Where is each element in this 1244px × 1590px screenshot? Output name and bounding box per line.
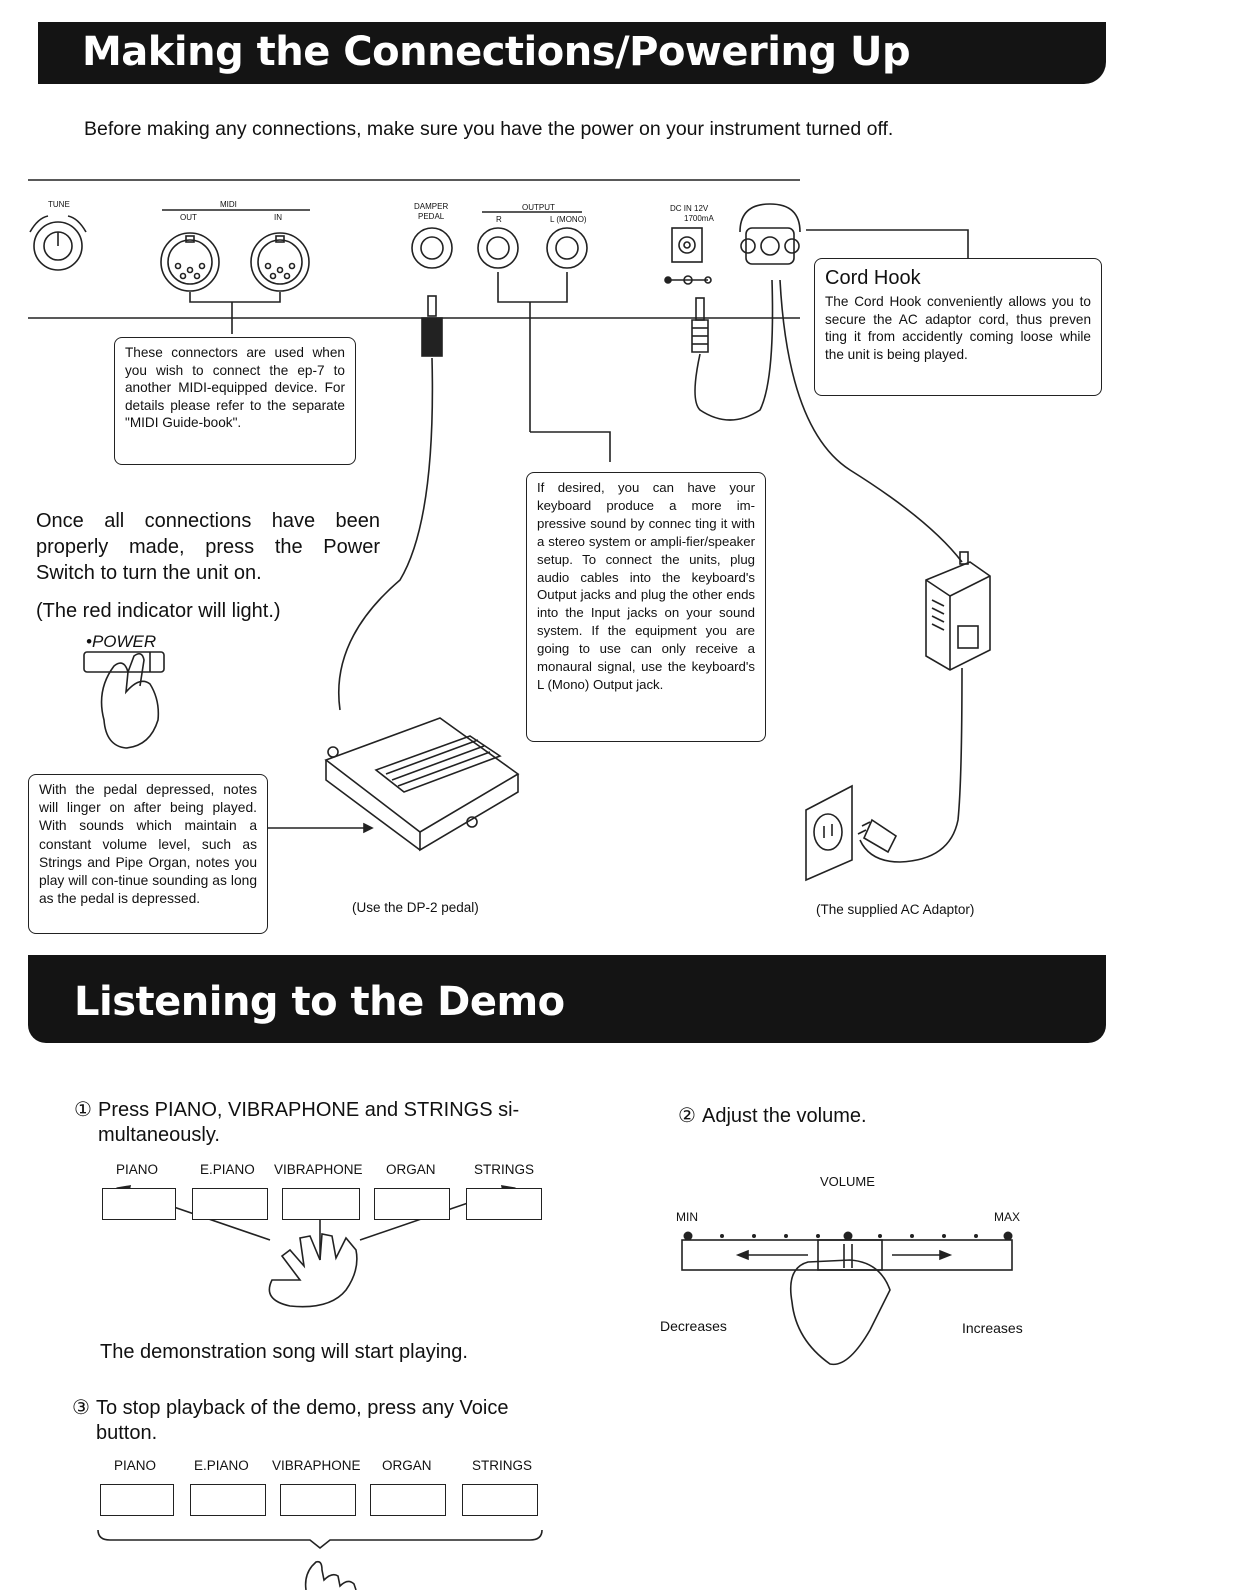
power-switch-label: •POWER	[86, 632, 157, 651]
tune-knob-icon	[33, 221, 83, 271]
output-callout-text: If desired, you can have your keyboard p…	[537, 480, 755, 692]
step1-result: The demonstration song will start playin…	[100, 1341, 468, 1363]
intro-text: Before making any connections, make sure…	[84, 118, 894, 140]
cord-hook-callout: Cord Hook The Cord Hook conveniently all…	[814, 258, 1102, 396]
midi-in-jack-icon	[250, 232, 310, 292]
volume-min-label: MIN	[676, 1210, 698, 1224]
pointing-hand-icon	[100, 652, 160, 749]
step1-vibraphone-button[interactable]	[282, 1188, 360, 1220]
pedal-caption: (Use the DP-2 pedal)	[352, 900, 479, 915]
midi-in-label: IN	[274, 213, 282, 222]
midi-callout: These connectors are used when you wish …	[114, 337, 356, 465]
dc-in-label: DC IN 12V	[670, 204, 709, 213]
midi-out-label: OUT	[180, 213, 197, 222]
output-l-jack-icon	[546, 227, 588, 269]
midi-out-jack-icon	[160, 232, 220, 292]
step1-epiano-button[interactable]	[192, 1188, 268, 1220]
tune-label: TUNE	[48, 200, 70, 209]
step1-voice-label-strings: STRINGS	[474, 1162, 535, 1177]
wall-outlet-icon	[805, 784, 853, 882]
power-indicator-note: (The red indicator will light.)	[36, 600, 281, 622]
volume-slider-icon	[681, 1239, 1013, 1271]
dc-in-jack-icon	[664, 227, 712, 285]
step3-vibraphone-button[interactable]	[280, 1484, 356, 1516]
slider-hand-icon	[789, 1259, 891, 1366]
pedal-callout: With the pedal depressed, notes will lin…	[28, 774, 268, 934]
step3-voice-label-vibraphone: VIBRAPHONE	[272, 1458, 361, 1473]
step3-epiano-button[interactable]	[190, 1484, 266, 1516]
volume-dots	[683, 1231, 1013, 1241]
cord-hook-text: The Cord Hook conveniently allows you to…	[825, 294, 1091, 362]
volume-label: VOLUME	[820, 1174, 875, 1189]
ac-adaptor-icon	[925, 551, 991, 671]
damper-pedal-jack-icon	[411, 227, 453, 269]
volume-increases-label: Increases	[962, 1320, 1023, 1336]
finger-press-icon	[304, 1560, 357, 1590]
ac-plug-icon	[857, 818, 898, 854]
section-title-demo: Listening to the Demo	[28, 955, 1106, 1043]
dp-2-pedal-icon	[324, 717, 520, 852]
damper-label: DAMPER	[414, 202, 449, 211]
step2-text: Adjust the volume.	[702, 1105, 867, 1127]
step3-voice-label-piano: PIANO	[114, 1458, 157, 1473]
output-label: OUTPUT	[522, 203, 555, 212]
step3-number: ③	[72, 1397, 90, 1419]
step2-number: ②	[678, 1105, 696, 1127]
step3-text: To stop playback of the demo, press any …	[96, 1397, 509, 1444]
step1-strings-button[interactable]	[466, 1188, 542, 1220]
step3-organ-button[interactable]	[370, 1484, 446, 1516]
cord-hook-icon	[739, 203, 801, 265]
output-callout: If desired, you can have your keyboard p…	[526, 472, 766, 742]
pedal-label: PEDAL	[418, 212, 445, 221]
step3-strings-button[interactable]	[462, 1484, 538, 1516]
step1-organ-button[interactable]	[374, 1188, 450, 1220]
step3-voice-label-organ: ORGAN	[382, 1458, 432, 1473]
volume-decreases-label: Decreases	[660, 1318, 727, 1334]
volume-max-label: MAX	[994, 1210, 1021, 1224]
output-r-label: R	[496, 215, 502, 224]
step3-piano-button[interactable]	[100, 1484, 174, 1516]
step1-piano-button[interactable]	[102, 1188, 176, 1220]
output-r-jack-icon	[477, 227, 519, 269]
dc-plug-icon	[691, 297, 709, 353]
spread-hand-icon	[268, 1233, 358, 1308]
dc-rating-label: 1700mA	[684, 214, 714, 223]
step1-voice-label-piano: PIANO	[116, 1162, 159, 1177]
step3-voice-label-epiano: E.PIANO	[194, 1458, 249, 1473]
step3-voice-label-strings: STRINGS	[472, 1458, 533, 1473]
output-l-label: L (MONO)	[550, 215, 587, 224]
midi-label: MIDI	[220, 200, 237, 209]
pedal-plug-icon	[421, 295, 443, 357]
midi-callout-text: These connectors are used when you wish …	[125, 345, 345, 431]
pedal-callout-text: With the pedal depressed, notes will lin…	[39, 782, 257, 907]
step1-text: Press PIANO, VIBRAPHONE and STRINGS si-m…	[98, 1099, 520, 1146]
power-switch-icon	[83, 651, 165, 673]
step1-voice-label-epiano: E.PIANO	[200, 1162, 255, 1177]
cord-hook-title: Cord Hook	[825, 267, 921, 289]
power-instructions: Once all connections have been properly …	[36, 510, 380, 584]
section-title-connections: Making the Connections/Powering Up	[38, 22, 1106, 84]
step1-voice-label-organ: ORGAN	[386, 1162, 436, 1177]
step1-voice-label-vibraphone: VIBRAPHONE	[274, 1162, 363, 1177]
adaptor-caption: (The supplied AC Adaptor)	[816, 902, 975, 917]
step1-number: ①	[74, 1099, 92, 1121]
